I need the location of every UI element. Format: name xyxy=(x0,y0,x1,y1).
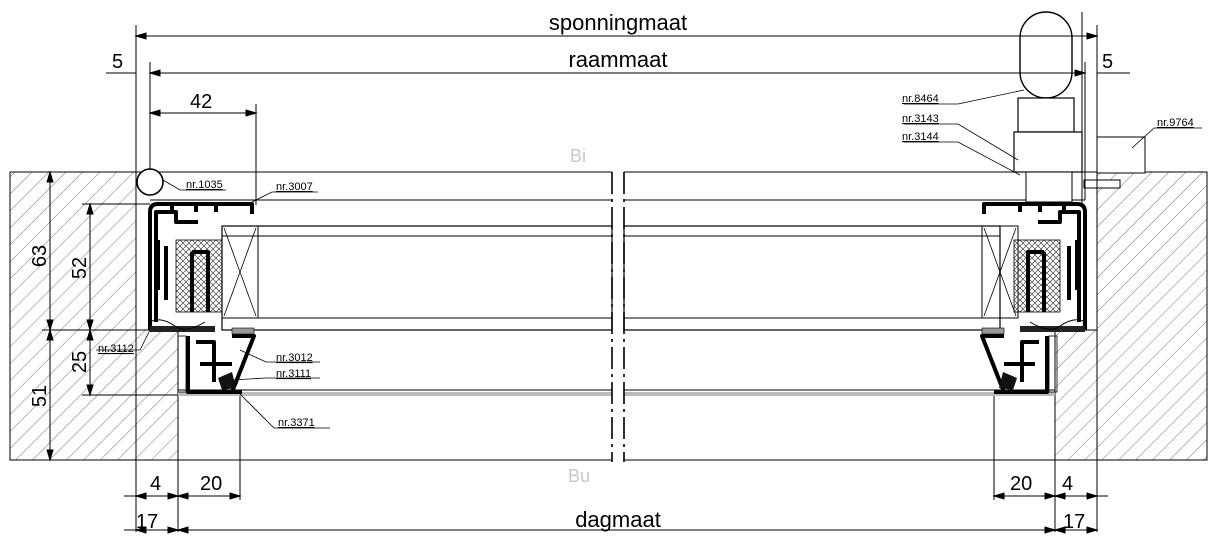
part-3007-label: nr.3007 xyxy=(276,181,313,193)
leader-lines xyxy=(96,89,1202,429)
part-3012-label: nr.3012 xyxy=(276,352,313,364)
break-lines xyxy=(611,172,625,462)
width-42-label: 42 xyxy=(190,91,212,113)
part-3371-label: nr.3371 xyxy=(278,417,315,429)
dagmaat-label: dagmaat xyxy=(575,507,661,532)
raammaat-label: raammaat xyxy=(568,47,667,72)
part-3112-label: nr.3112 xyxy=(98,343,134,355)
left-offset-label: 5 xyxy=(112,51,123,73)
height-52-label: 52 xyxy=(69,257,91,279)
hinge-circle xyxy=(136,168,164,196)
right-17-label: 17 xyxy=(1063,511,1085,533)
part-3111-label: nr.3111 xyxy=(276,368,311,380)
inside-label: Bi xyxy=(570,146,586,166)
left-4-label: 4 xyxy=(150,473,161,495)
left-frame-profile xyxy=(148,202,259,394)
right-20-label: 20 xyxy=(1010,473,1032,495)
part-9764-label: nr.9764 xyxy=(1157,117,1194,129)
left-20-label: 20 xyxy=(200,473,222,495)
right-4-label: 4 xyxy=(1062,473,1073,495)
right-frame-profile xyxy=(980,202,1087,394)
height-51-label: 51 xyxy=(29,385,51,407)
outside-label: Bu xyxy=(568,466,590,486)
part-1035-label: nr.1035 xyxy=(186,179,223,191)
dimension-lines xyxy=(42,25,1130,534)
part-3144-label: nr.3144 xyxy=(902,131,939,143)
part-3143-label: nr.3143 xyxy=(902,113,939,125)
sponningmaat-label: sponningmaat xyxy=(549,10,687,35)
height-63-label: 63 xyxy=(29,245,51,267)
wall-left xyxy=(9,171,179,461)
part-8464-label: nr.8464 xyxy=(902,93,939,105)
lock-keeper xyxy=(1083,136,1146,250)
window-handle xyxy=(1013,11,1083,205)
height-25-label: 25 xyxy=(69,351,91,373)
right-offset-label: 5 xyxy=(1102,51,1113,73)
left-17-label: 17 xyxy=(136,511,158,533)
